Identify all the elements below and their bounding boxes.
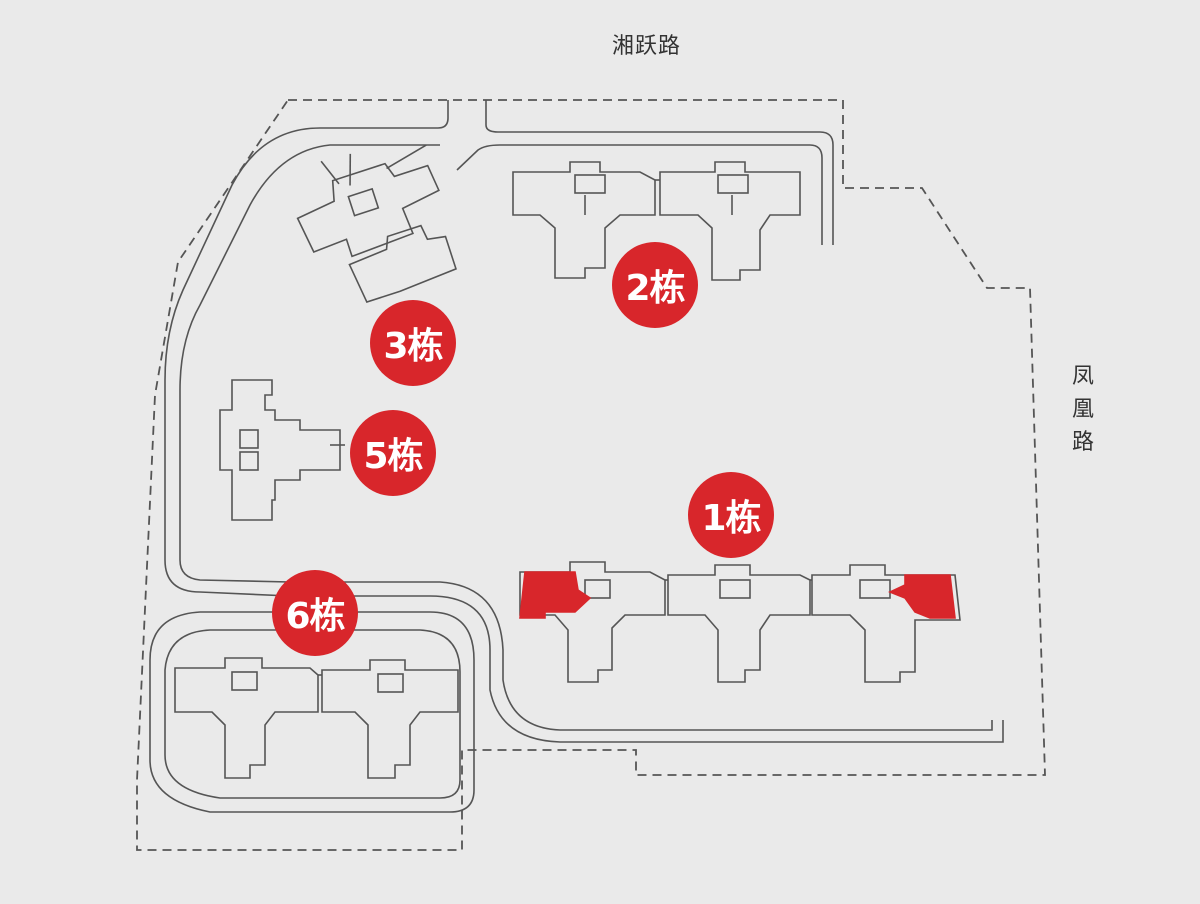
building-2-footprint (512, 161, 801, 281)
building-5-badge[interactable]: 5栋 (350, 410, 436, 496)
building-1-footprint (519, 561, 961, 683)
loop-road-6-inner (164, 629, 461, 799)
internal-road-west (179, 144, 993, 731)
building-2-badge[interactable]: 2栋 (612, 242, 698, 328)
road-label-xiangyue: 湘跃路 (612, 34, 682, 59)
building-1-badge[interactable]: 1栋 (688, 472, 774, 558)
building-3-footprint (296, 144, 457, 304)
road-label-fenghuang: 凤凰路 (1071, 364, 1094, 455)
building-1-highlight-west (519, 571, 592, 619)
internal-road-outer (164, 100, 1004, 743)
site-boundary (136, 99, 1046, 851)
building-6-badge[interactable]: 6栋 (272, 570, 358, 656)
building-3-badge[interactable]: 3栋 (370, 300, 456, 386)
building-5-footprint (219, 379, 345, 521)
internal-road-inner (485, 100, 834, 245)
internal-road-inner-2 (456, 144, 823, 245)
building-6-footprint (174, 657, 459, 779)
loop-road-6 (149, 611, 475, 813)
building-1-highlight-east (887, 574, 956, 619)
